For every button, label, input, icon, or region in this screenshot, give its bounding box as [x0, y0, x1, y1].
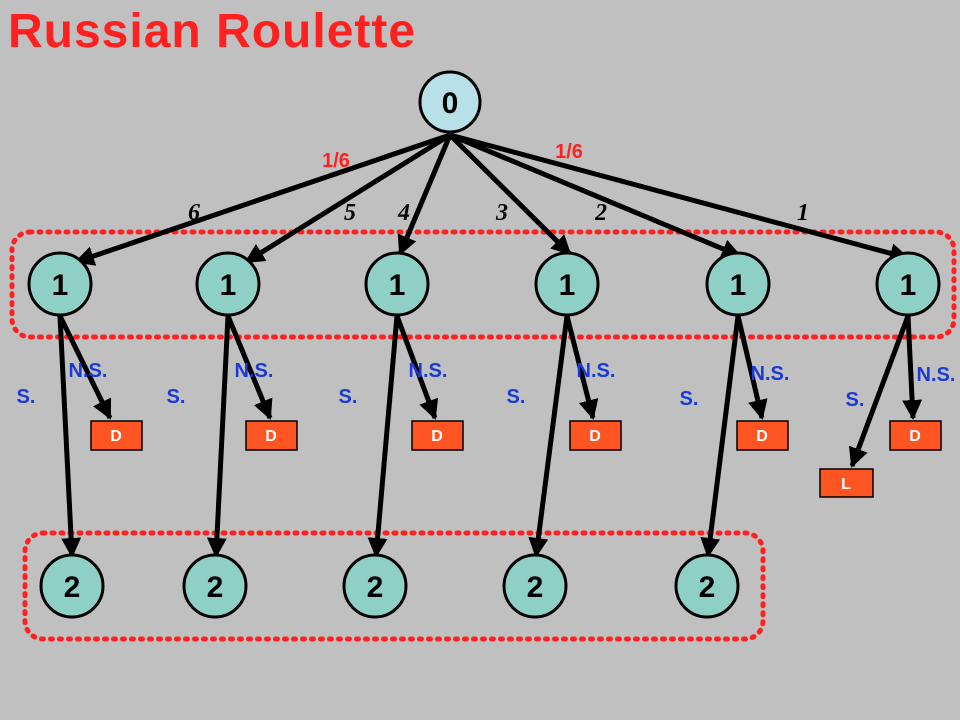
no-spin-label: N.S. [235, 360, 274, 382]
no-spin-label: N.S. [69, 360, 108, 382]
svg-text:2: 2 [207, 571, 224, 604]
edge-nospin-5 [735, 315, 768, 420]
svg-text:1: 1 [730, 269, 747, 302]
decision-node: 1 [534, 251, 600, 317]
count-label: 1 [797, 200, 809, 226]
svg-text:2: 2 [64, 571, 81, 604]
info-set-level2 [22, 530, 766, 642]
terminal-death-box: D [90, 420, 143, 451]
edge-spin-1 [57, 315, 82, 558]
count-label: 2 [594, 200, 607, 226]
svg-text:D: D [589, 428, 601, 445]
svg-text:D: D [110, 428, 122, 445]
count-label: 6 [188, 200, 200, 226]
page-title: Russian Roulette [8, 5, 417, 58]
edge-root-3 [397, 134, 453, 256]
edge-nospin-4 [564, 315, 599, 420]
edge-spin-2 [206, 315, 231, 558]
svg-text:2: 2 [367, 571, 384, 604]
svg-text:L: L [841, 476, 851, 493]
svg-text:2: 2 [699, 571, 716, 604]
svg-text:D: D [756, 428, 768, 445]
terminal-loss-box: L [819, 468, 874, 498]
edge-spin-5 [700, 315, 741, 558]
terminal-death-box: D [569, 420, 622, 451]
decision-node: 2 [182, 553, 248, 619]
decision-node: 1 [195, 251, 261, 317]
spin-label: S. [846, 389, 865, 411]
svg-text:1: 1 [389, 269, 406, 302]
spin-label: S. [680, 388, 699, 410]
decision-node: 2 [674, 553, 740, 619]
terminal-death-box: D [245, 420, 298, 451]
probability-label: 1/6 [555, 141, 583, 163]
no-spin-label: N.S. [409, 360, 448, 382]
decision-node: 2 [39, 553, 105, 619]
decision-node: 1 [875, 251, 941, 317]
decision-node: 1 [27, 251, 93, 317]
svg-text:D: D [265, 428, 277, 445]
svg-text:0: 0 [442, 87, 459, 120]
edge-spin-3 [367, 315, 400, 558]
svg-text:1: 1 [559, 269, 576, 302]
svg-text:1: 1 [52, 269, 69, 302]
count-label: 3 [495, 200, 508, 226]
count-label: 5 [344, 200, 356, 226]
edge-spin-6 [848, 315, 911, 468]
count-label: 4 [397, 200, 410, 226]
terminal-death-box: D [889, 420, 942, 451]
edge-root-1 [74, 132, 451, 266]
edge-nospin-3 [394, 315, 439, 420]
edge-spin-4 [528, 315, 570, 558]
no-spin-label: N.S. [917, 364, 956, 386]
no-spin-label: N.S. [751, 363, 790, 385]
no-spin-label: N.S. [577, 360, 616, 382]
spin-label: S. [17, 386, 36, 408]
svg-text:D: D [431, 428, 443, 445]
edge-root-4 [448, 133, 572, 256]
svg-text:1: 1 [900, 269, 917, 302]
probability-label: 1/6 [322, 150, 350, 172]
svg-text:1: 1 [220, 269, 237, 302]
edge-root-5 [449, 132, 742, 259]
svg-text:2: 2 [527, 571, 544, 604]
root-node: 0 [418, 70, 482, 134]
spin-label: S. [339, 386, 358, 408]
info-set-level1 [9, 229, 957, 340]
decision-node: 1 [705, 251, 771, 317]
decision-node: 2 [342, 553, 408, 619]
edge-nospin-2 [225, 315, 273, 420]
terminal-death-box: D [736, 420, 789, 451]
decision-node: 2 [502, 553, 568, 619]
edge-root-2 [244, 132, 452, 265]
decision-node: 1 [364, 251, 430, 317]
edge-nospin-6 [902, 315, 923, 420]
edge-root-6 [449, 132, 910, 263]
spin-label: S. [167, 386, 186, 408]
svg-text:D: D [909, 428, 921, 445]
spin-label: S. [507, 386, 526, 408]
terminal-death-box: D [411, 420, 464, 451]
edge-nospin-1 [57, 314, 113, 420]
